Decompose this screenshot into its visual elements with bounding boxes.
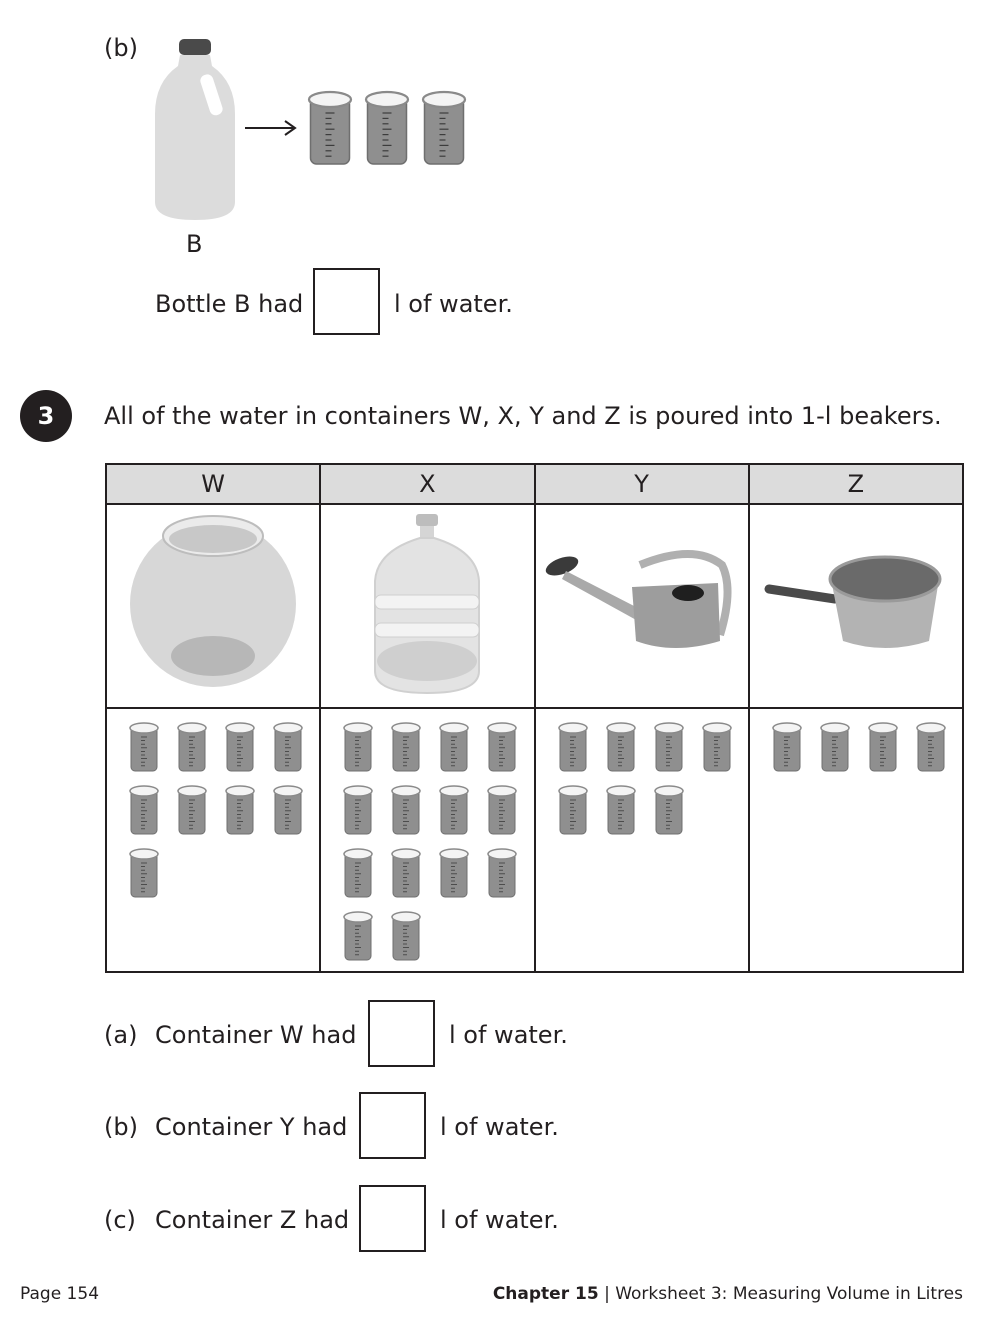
beaker-icon: [391, 722, 421, 772]
beaker-icon: [177, 722, 207, 772]
beaker-icon: [129, 722, 159, 772]
answer-a-suffix: l of water.: [449, 1021, 568, 1049]
beaker-icon: [343, 848, 373, 898]
beaker-icon: [487, 848, 517, 898]
water-jug-picture: [374, 514, 481, 695]
container-y-beakers: [536, 709, 748, 836]
beaker-icon: [439, 722, 469, 772]
beaker-icon: [653, 785, 684, 835]
beaker-icon: [868, 722, 898, 772]
footer-chapter-line: Chapter 15 | Worksheet 3: Measuring Volu…: [493, 1284, 963, 1304]
beaker-icon: [605, 785, 636, 835]
beaker-icon: [391, 911, 421, 961]
beaker-icon: [391, 785, 421, 835]
beaker-icon: [487, 785, 517, 835]
beaker-icon: [129, 848, 159, 898]
beaker-icon: [605, 722, 636, 772]
beaker-icon: [307, 90, 353, 165]
container-x-beakers: [321, 709, 533, 962]
bottle-b-picture: [155, 39, 235, 220]
beaker-icon: [343, 785, 373, 835]
beaker-icon: [421, 90, 467, 165]
beaker-icon: [557, 785, 588, 835]
beaker-icon: [916, 722, 946, 772]
container-w-header: W: [104, 463, 322, 505]
beaker-icon: [225, 722, 255, 772]
containers-table: W X Y Z: [104, 463, 965, 973]
saucepan-picture: [764, 555, 942, 648]
bottle-b-beakers: [306, 88, 468, 168]
beaker-icon: [701, 722, 732, 772]
answer-a-label: (a): [104, 1021, 138, 1049]
beaker-icon: [273, 722, 303, 772]
answer-c-label: (c): [104, 1206, 136, 1234]
beaker-icon: [487, 722, 517, 772]
beaker-icon: [772, 722, 802, 772]
beaker-icon: [177, 785, 207, 835]
arrow-right-icon: [245, 120, 297, 136]
answer-a-prefix: Container W had: [155, 1021, 357, 1049]
beaker-icon: [225, 785, 255, 835]
fishbowl-picture: [130, 515, 297, 687]
footer-chapter: Chapter 15: [492, 1284, 599, 1304]
answer-b-box[interactable]: [359, 1092, 426, 1159]
container-w-beakers: [107, 709, 319, 899]
bottle-b-letter: B: [186, 230, 203, 258]
answer-c-suffix: l of water.: [440, 1206, 559, 1234]
footer-separator: |: [604, 1284, 610, 1304]
beaker-icon: [820, 722, 850, 772]
bottle-b-answer-box[interactable]: [313, 268, 380, 335]
beaker-icon: [439, 848, 469, 898]
watering-can-picture: [545, 550, 732, 648]
part-b-label: (b): [104, 34, 138, 62]
beaker-icon: [557, 722, 588, 772]
container-y-header: Y: [533, 463, 750, 505]
question-3-prompt: All of the water in containers W, X, Y a…: [104, 402, 942, 430]
footer-worksheet: Worksheet 3: Measuring Volume in Litres: [615, 1284, 963, 1304]
page-number: Page 154: [20, 1284, 100, 1304]
beaker-icon: [343, 911, 373, 961]
answer-b-label: (b): [104, 1113, 138, 1141]
answer-c-box[interactable]: [359, 1185, 426, 1252]
container-x-header: X: [319, 463, 536, 505]
beaker-icon: [273, 785, 303, 835]
beaker-icon: [439, 785, 469, 835]
question-3-number: 3: [20, 390, 72, 442]
answer-c-prefix: Container Z had: [155, 1206, 350, 1234]
answer-b-suffix: l of water.: [440, 1113, 559, 1141]
bottle-b-sentence-prefix: Bottle B had: [155, 290, 304, 318]
container-z-header: Z: [747, 463, 965, 505]
beaker-icon: [653, 722, 684, 772]
beaker-icon: [364, 90, 410, 165]
container-z-beakers: [750, 709, 962, 773]
beaker-icon: [129, 785, 159, 835]
answer-a-box[interactable]: [368, 1000, 435, 1067]
answer-b-prefix: Container Y had: [155, 1113, 348, 1141]
bottle-b-sentence-suffix: l of water.: [394, 290, 513, 318]
beaker-icon: [391, 848, 421, 898]
beaker-icon: [343, 722, 373, 772]
